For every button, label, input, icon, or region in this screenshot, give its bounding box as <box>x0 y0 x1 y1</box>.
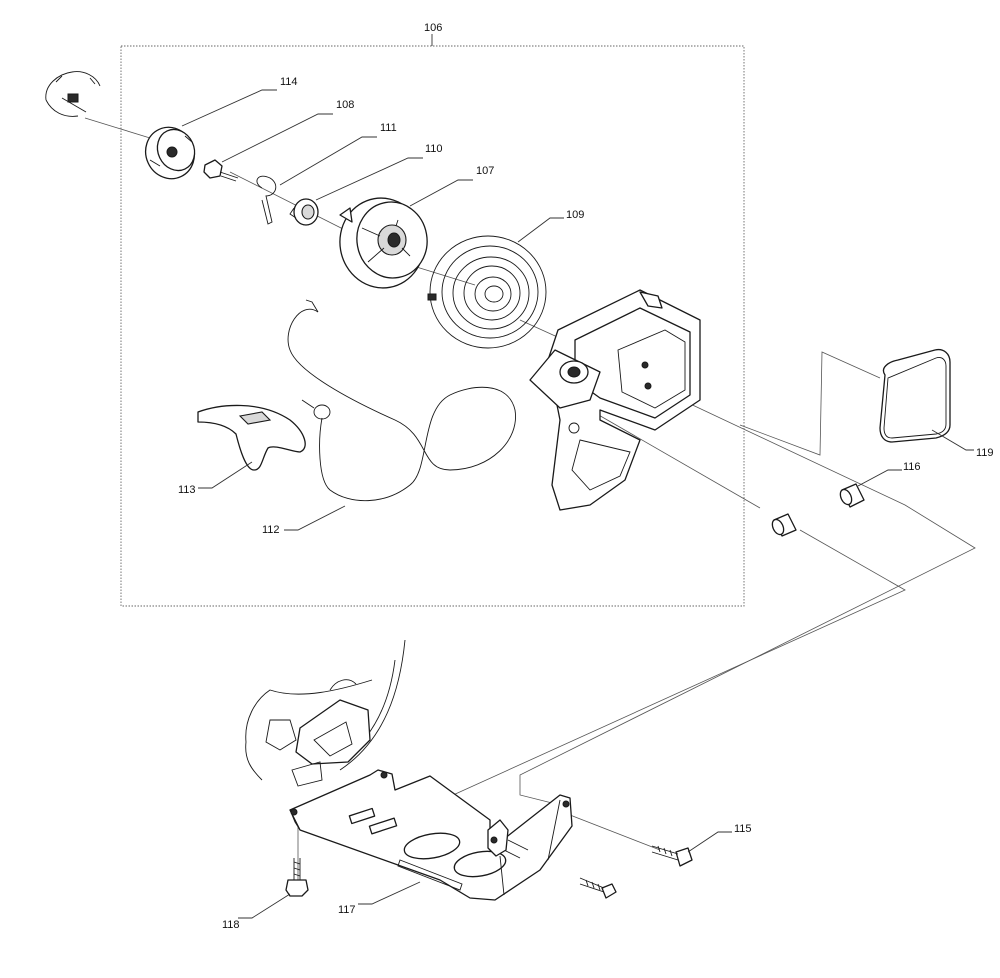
plate-bolt <box>579 877 617 899</box>
label-113: 113 <box>178 484 196 496</box>
label-106: 106 <box>424 22 442 34</box>
part-115-bolt <box>651 845 693 867</box>
part-118-bolt <box>285 858 309 897</box>
label-112: 112 <box>262 524 280 536</box>
starter-housing <box>529 289 701 511</box>
engine-crankcase-fragment <box>245 639 406 787</box>
part-116-collar-2 <box>771 513 797 537</box>
label-116: 116 <box>903 461 921 473</box>
part-116-collar <box>839 483 865 508</box>
part-108-bolt <box>203 159 239 182</box>
label-108: 108 <box>336 99 354 111</box>
part-109-spring <box>427 235 547 349</box>
part-111-clip <box>256 175 277 225</box>
engine-flange-fragment <box>45 71 101 117</box>
label-109: 109 <box>566 209 584 221</box>
label-119: 119 <box>976 447 994 459</box>
part-112-rope <box>287 299 516 502</box>
part-110-ratchet <box>289 198 319 226</box>
label-118: 118 <box>222 919 240 931</box>
label-107: 107 <box>476 165 494 177</box>
label-114: 114 <box>280 76 298 88</box>
part-119-gasket <box>879 348 951 443</box>
assembly-axis-lines <box>84 117 976 880</box>
part-117-base-plate <box>289 769 573 901</box>
label-110: 110 <box>425 143 443 155</box>
label-115: 115 <box>734 823 752 835</box>
assembly-box-106 <box>120 45 745 607</box>
part-113-handle <box>197 404 306 471</box>
label-117: 117 <box>338 904 356 916</box>
part-114-pulley <box>144 126 196 180</box>
part-107-reel <box>339 197 428 289</box>
label-111: 111 <box>380 122 397 134</box>
